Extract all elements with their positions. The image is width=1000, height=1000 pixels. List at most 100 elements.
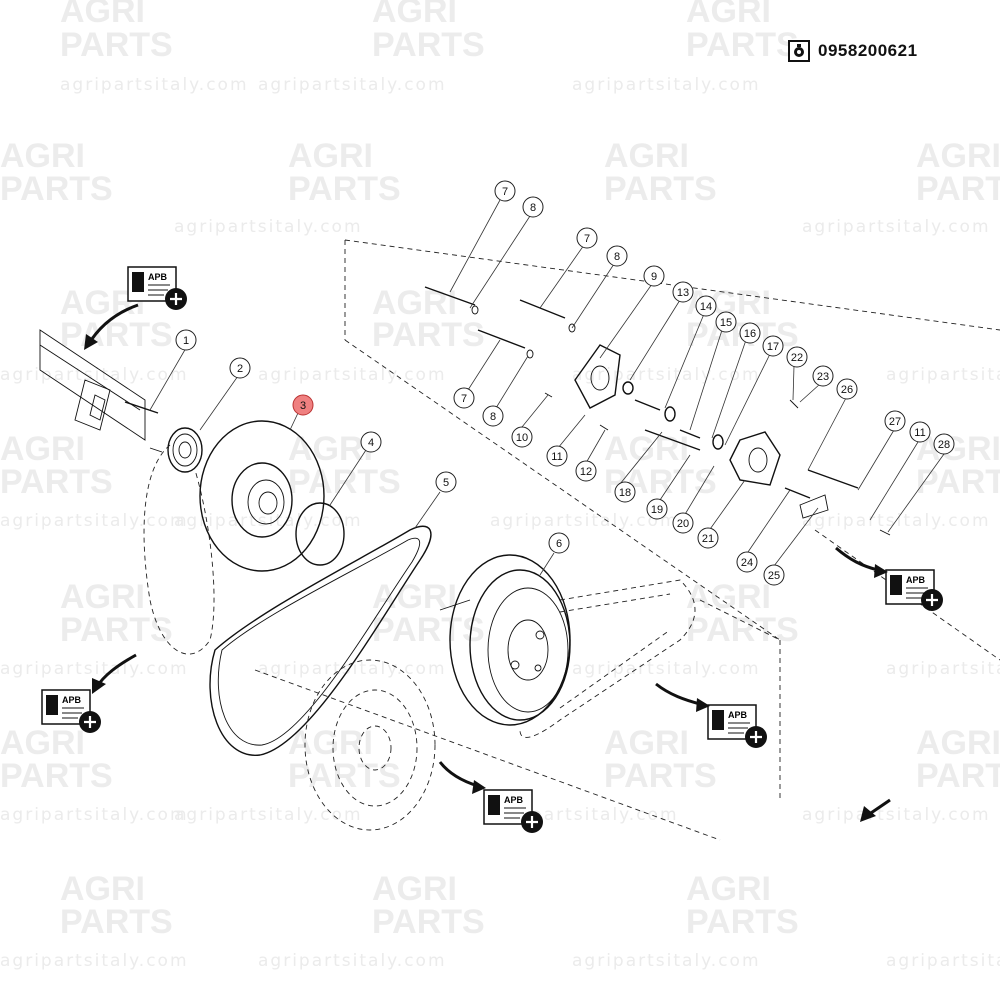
part-6-pulley (439, 554, 571, 726)
callout-5[interactable]: 5 (435, 471, 457, 493)
callout-27[interactable]: 27 (884, 410, 906, 432)
callout-16[interactable]: 16 (739, 322, 761, 344)
callout-3-highlighted[interactable]: 3 (292, 394, 314, 416)
plus-icon (750, 731, 762, 743)
left-belt (143, 444, 215, 655)
watermark-parts: PARTS (0, 170, 113, 208)
watermark-parts: PARTS (372, 611, 485, 649)
callout-17[interactable]: 17 (762, 335, 784, 357)
apb-link-right-middle[interactable]: APB (707, 704, 767, 748)
apb-link-left[interactable]: APB (41, 689, 101, 733)
callout-7[interactable]: 7 (576, 227, 598, 249)
callout-18[interactable]: 18 (614, 481, 636, 503)
callout-8[interactable]: 8 (606, 245, 628, 267)
watermark-url: agripartsitaly.com (886, 951, 1000, 971)
callout-label: 23 (817, 371, 829, 383)
plus-icon (170, 293, 182, 305)
callout-26[interactable]: 26 (836, 378, 858, 400)
callout-24[interactable]: 24 (736, 551, 758, 573)
watermark-parts: PARTS (288, 463, 401, 501)
callout-11[interactable]: 11 (909, 421, 931, 443)
direction-arrow-head-icon (860, 806, 876, 822)
watermark-url: agripartsitaly.com (572, 659, 761, 679)
apb-label: APB (62, 695, 82, 705)
watermark-url: agripartsitaly.com (174, 217, 363, 237)
callout-21[interactable]: 21 (697, 527, 719, 549)
part-21-housing (729, 431, 781, 486)
watermark-parts: PARTS (0, 757, 113, 795)
watermark-parts: PARTS (686, 903, 799, 941)
callout-25[interactable]: 25 (763, 564, 785, 586)
watermark-parts: PARTS (60, 316, 173, 354)
watermark-agri: AGRI (604, 137, 689, 175)
callout-13[interactable]: 13 (672, 281, 694, 303)
part-2-small-pulley (149, 427, 203, 473)
watermark-url: agripartsitaly.com (60, 75, 249, 95)
part-4-ring (295, 502, 345, 566)
apb-links: APB APB APB AP (41, 266, 943, 833)
callout-label: 17 (767, 341, 779, 353)
watermark-parts: PARTS (604, 170, 717, 208)
callout-10[interactable]: 10 (511, 426, 533, 448)
callout-11[interactable]: 11 (546, 445, 568, 467)
apb-label: APB (906, 575, 926, 585)
apb-link-bottom[interactable]: APB (483, 789, 543, 833)
callout-label: 8 (530, 202, 536, 214)
right-assembly-parts (424, 286, 891, 536)
callout-label: 7 (461, 393, 467, 405)
apb-label: APB (728, 710, 748, 720)
part-7-shaft (424, 286, 476, 306)
callout-23[interactable]: 23 (812, 365, 834, 387)
watermark-parts: PARTS (372, 903, 485, 941)
arrow-head-icon (84, 334, 98, 350)
watermark-parts: PARTS (288, 170, 401, 208)
callout-label: 26 (841, 384, 853, 396)
callout-label: 6 (556, 538, 562, 550)
watermark-parts: PARTS (916, 463, 1000, 501)
watermark-agri: AGRI (686, 578, 771, 616)
callout-1[interactable]: 1 (175, 329, 197, 351)
watermark-url: agripartsitaly.com (490, 511, 679, 531)
callout-6[interactable]: 6 (548, 532, 570, 554)
callout-28[interactable]: 28 (933, 433, 955, 455)
callout-label: 8 (614, 251, 620, 263)
watermark-url: agripartsitaly.com (0, 365, 189, 385)
watermark-url: agripartsitaly.com (258, 365, 447, 385)
plus-icon (84, 716, 96, 728)
watermark-url: agripartsitaly.com (802, 217, 991, 237)
callout-label: 19 (651, 504, 663, 516)
watermark-url: agripartsitaly.com (258, 951, 447, 971)
callout-label: 7 (502, 186, 508, 198)
callout-7[interactable]: 7 (453, 387, 475, 409)
callout-12[interactable]: 12 (575, 460, 597, 482)
part-number-header: 0958200621 (788, 40, 918, 62)
part-5-belt (209, 525, 432, 756)
watermark-agri: AGRI (916, 724, 1000, 762)
callout-14[interactable]: 14 (695, 295, 717, 317)
callout-2[interactable]: 2 (229, 357, 251, 379)
watermark-agri: AGRI (372, 0, 457, 30)
callout-9[interactable]: 9 (643, 265, 665, 287)
callout-15[interactable]: 15 (715, 311, 737, 333)
arrow-icon (655, 682, 701, 706)
part-7-shaft (519, 299, 566, 319)
arrow-head-icon (696, 698, 710, 712)
callout-4[interactable]: 4 (360, 431, 382, 453)
callout-label: 1 (183, 335, 189, 347)
callout-7[interactable]: 7 (494, 180, 516, 202)
callout-8[interactable]: 8 (482, 405, 504, 427)
callout-label: 10 (516, 432, 528, 444)
lower-pulley (304, 659, 436, 831)
watermark-agri: AGRI (604, 430, 689, 468)
watermark-agri: AGRI (0, 724, 85, 762)
callout-22[interactable]: 22 (786, 346, 808, 368)
apb-link-right[interactable]: APB (885, 569, 943, 611)
callout-19[interactable]: 19 (646, 498, 668, 520)
callout-8[interactable]: 8 (522, 196, 544, 218)
plus-icon (526, 816, 538, 828)
watermark-agri: AGRI (288, 137, 373, 175)
watermark-url: agripartsitaly.com (572, 951, 761, 971)
apb-link-top-left[interactable]: APB (127, 266, 187, 310)
watermark-agri: AGRI (60, 578, 145, 616)
callout-20[interactable]: 20 (672, 512, 694, 534)
